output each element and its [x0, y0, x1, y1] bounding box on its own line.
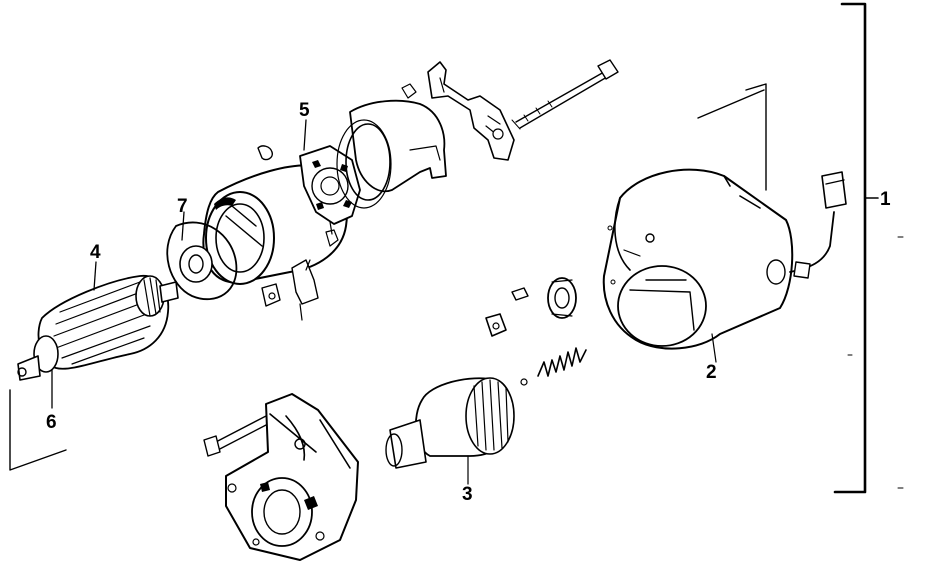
callout-labels: 1 2 3 4 5 6 7	[46, 100, 891, 505]
callout-1: 1	[880, 189, 891, 210]
callout-6: 6	[46, 412, 57, 433]
callout-7: 7	[177, 196, 188, 217]
overrunning-clutch	[385, 377, 515, 485]
idler-gear-and-spring	[485, 225, 616, 386]
assembly-bracket	[833, 2, 904, 494]
armature	[17, 275, 179, 381]
brush-holder	[257, 145, 361, 247]
callout-5: 5	[299, 100, 310, 121]
starter-housing	[602, 83, 794, 363]
wire-lead-connector	[789, 171, 847, 279]
callout-4: 4	[90, 242, 101, 263]
drive-end-bolt	[203, 415, 269, 457]
callout-2: 2	[706, 362, 717, 383]
commutator-end-cover	[336, 99, 447, 209]
brush-spring-parts	[261, 259, 319, 321]
drive-end-housing	[225, 393, 359, 561]
leader-lines	[9, 119, 307, 471]
thrust-washer	[166, 221, 238, 301]
through-bolt	[511, 59, 619, 130]
brush-lever-bracket	[401, 61, 515, 161]
callout-3: 3	[462, 484, 473, 505]
